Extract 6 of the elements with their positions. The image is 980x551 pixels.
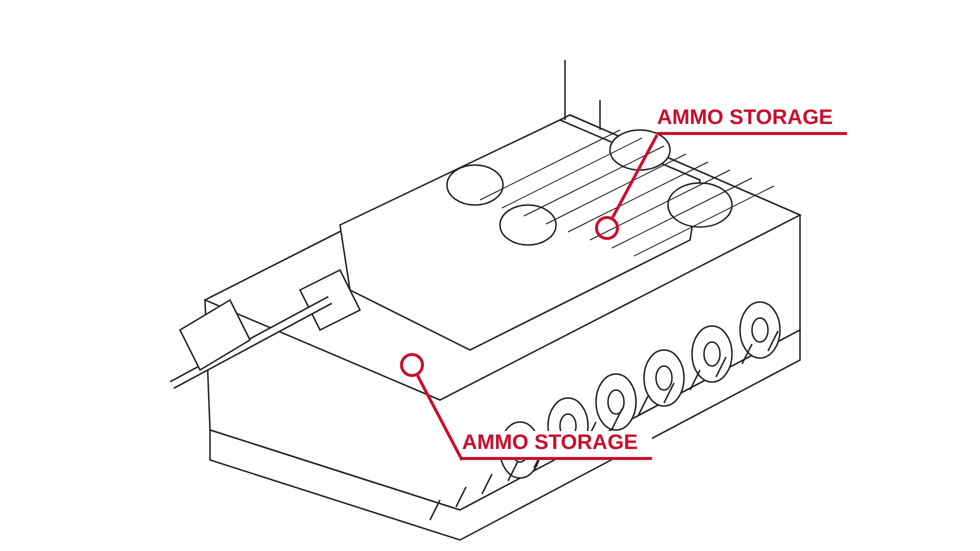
highlight-circle <box>595 216 619 240</box>
callout-label: AMMO STORAGE <box>657 106 847 135</box>
highlight-circle <box>400 353 424 377</box>
leader-line <box>416 374 464 461</box>
callout-label: AMMO STORAGE <box>462 431 652 460</box>
leader-line <box>611 134 658 218</box>
